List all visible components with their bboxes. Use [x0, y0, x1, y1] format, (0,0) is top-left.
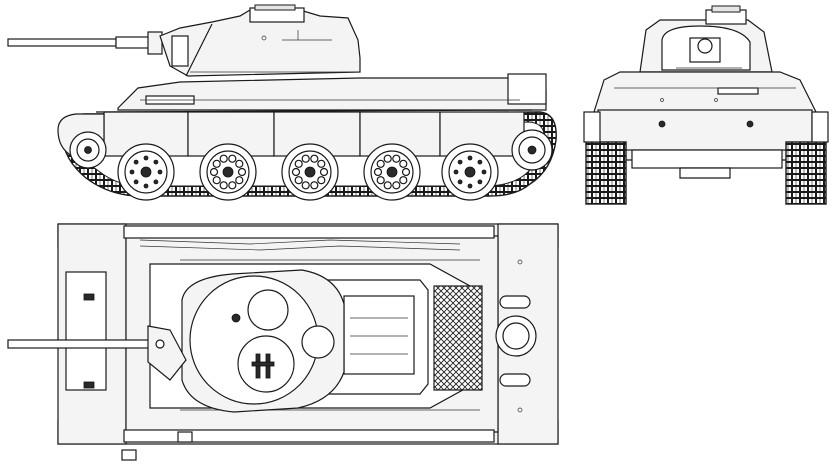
front-track-right: [785, 111, 829, 205]
road-wheel: [363, 143, 421, 201]
side-idler-wheel: [69, 131, 107, 169]
road-wheel: [281, 143, 339, 201]
road-wheel: [117, 143, 175, 201]
front-turret: [639, 5, 773, 73]
top-hatch-hinge-icon: [251, 353, 275, 379]
top-turret: [181, 269, 345, 413]
road-wheel: [441, 143, 499, 201]
front-track-left: [583, 111, 627, 205]
top-gun-barrel: [7, 325, 187, 381]
side-drive-sprocket: [511, 129, 553, 171]
side-turret: [159, 4, 361, 77]
road-wheel: [199, 143, 257, 201]
top-radiator-grille: [433, 285, 483, 391]
side-hull-upper: [117, 73, 547, 111]
top-rear-hatch: [495, 295, 537, 387]
side-road-wheels: [117, 143, 499, 201]
top-view: [7, 223, 559, 461]
front-view: [583, 5, 829, 205]
front-hull: [593, 71, 817, 179]
top-engine-deck: [319, 279, 429, 395]
side-view: [7, 4, 557, 201]
top-hull-details: [83, 259, 523, 461]
side-gun-barrel: [7, 31, 163, 55]
